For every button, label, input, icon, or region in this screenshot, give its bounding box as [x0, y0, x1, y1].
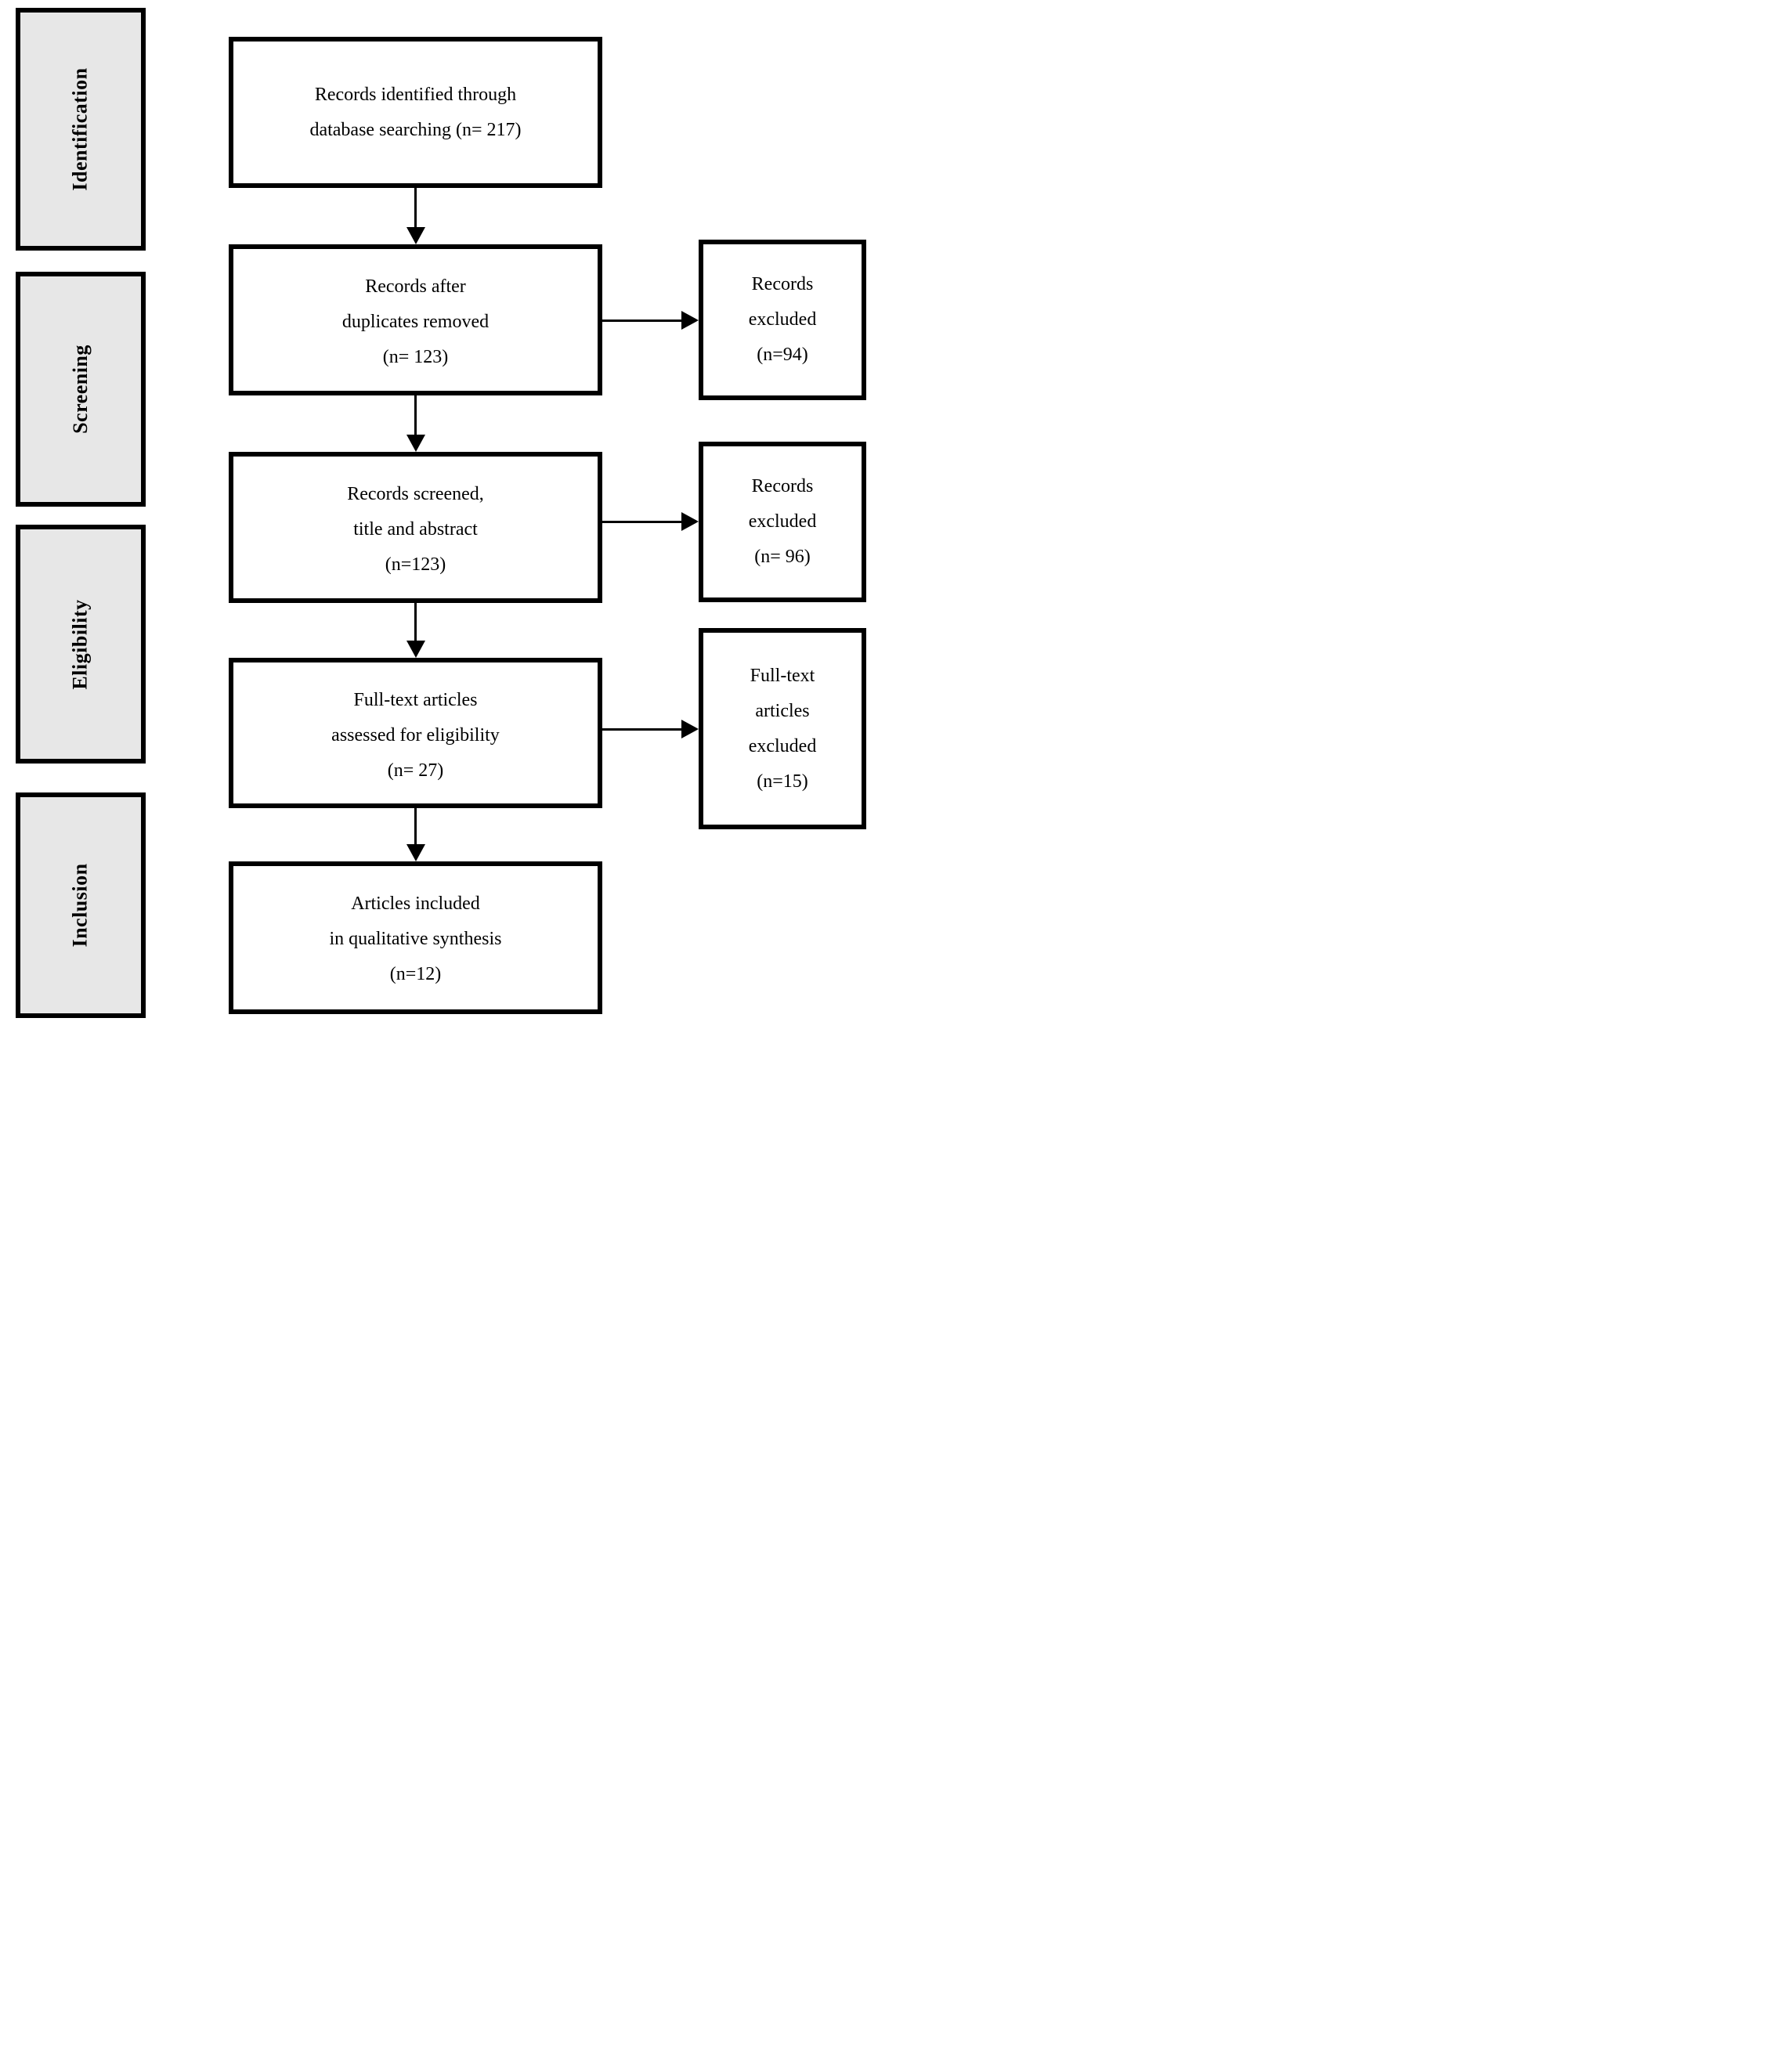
flow-box-text-line: assessed for eligibility — [331, 725, 500, 746]
flow-box-records-identified: Records identified through database sear… — [229, 37, 602, 188]
flow-box-text-line: duplicates removed — [341, 312, 490, 332]
excluded-box-text-line: (n=15) — [757, 771, 808, 792]
excluded-box-text-line: articles — [755, 700, 810, 721]
right-arrowhead-icon — [681, 311, 699, 330]
excluded-box-text-line: Records — [751, 274, 814, 294]
connector-line-down-2 — [414, 395, 417, 436]
flow-box-articles-included: Articles included in qualitative synthes… — [229, 861, 602, 1014]
connector-line-down-1 — [414, 188, 417, 229]
flow-box-text-line: Records identified through — [314, 85, 517, 105]
stage-box-screening: Screening — [16, 272, 146, 507]
excluded-box-text-line: excluded — [748, 735, 817, 756]
right-arrowhead-icon — [681, 720, 699, 738]
excluded-box-text-line: (n= 96) — [754, 547, 811, 567]
flow-box-text-line: (n= 123) — [382, 347, 449, 367]
flow-box-fulltext-assessed: Full-text articles assessed for eligibil… — [229, 658, 602, 808]
excluded-box-text-line: (n=94) — [757, 345, 808, 365]
flow-box-text-line: Records screened, — [347, 484, 484, 504]
flow-box-records-screened: Records screened, title and abstract (n=… — [229, 452, 602, 603]
flow-box-text-line: (n=12) — [389, 964, 442, 984]
stage-label-identification: Identification — [69, 67, 92, 191]
flow-box-text-line: Records after — [365, 276, 466, 297]
stage-label-screening: Screening — [68, 345, 92, 434]
excluded-box-text-line: excluded — [748, 309, 817, 330]
stage-box-identification: Identification — [16, 8, 146, 251]
stage-label-eligibility: Eligibility — [69, 598, 92, 690]
excluded-box-records-96: Records excluded (n= 96) — [699, 442, 866, 602]
prisma-flow-diagram: Identification Screening Eligibility Inc… — [0, 0, 896, 1024]
flow-box-duplicates-removed: Records after duplicates removed (n= 123… — [229, 244, 602, 395]
flow-box-text-line: database searching (n= 217) — [309, 120, 522, 140]
excluded-box-text-line: Records — [751, 476, 814, 496]
stage-box-eligibility: Eligibility — [16, 525, 146, 764]
flow-box-text-line: Full-text articles — [353, 690, 478, 710]
flow-box-text-line: title and abstract — [353, 519, 478, 540]
excluded-box-text-line: excluded — [748, 511, 817, 532]
flow-box-text-line: (n=123) — [385, 554, 446, 575]
excluded-box-records-94: Records excluded (n=94) — [699, 240, 866, 400]
right-arrowhead-icon — [681, 512, 699, 531]
excluded-box-fulltext-15: Full-text articles excluded (n=15) — [699, 628, 866, 829]
flow-box-text-line: (n= 27) — [387, 760, 444, 781]
stage-label-inclusion: Inclusion — [68, 863, 92, 948]
connector-line-right-3 — [602, 728, 683, 731]
connector-line-right-2 — [602, 521, 683, 523]
connector-line-down-4 — [414, 808, 417, 846]
down-arrowhead-icon — [406, 435, 425, 452]
flow-box-text-line: Articles included — [351, 894, 480, 914]
connector-line-down-3 — [414, 603, 417, 642]
excluded-box-text-line: Full-text — [750, 665, 815, 686]
stage-box-inclusion: Inclusion — [16, 792, 146, 1018]
down-arrowhead-icon — [406, 227, 425, 244]
down-arrowhead-icon — [406, 844, 425, 861]
down-arrowhead-icon — [406, 641, 425, 658]
flow-box-text-line: in qualitative synthesis — [329, 929, 502, 949]
connector-line-right-1 — [602, 320, 683, 322]
